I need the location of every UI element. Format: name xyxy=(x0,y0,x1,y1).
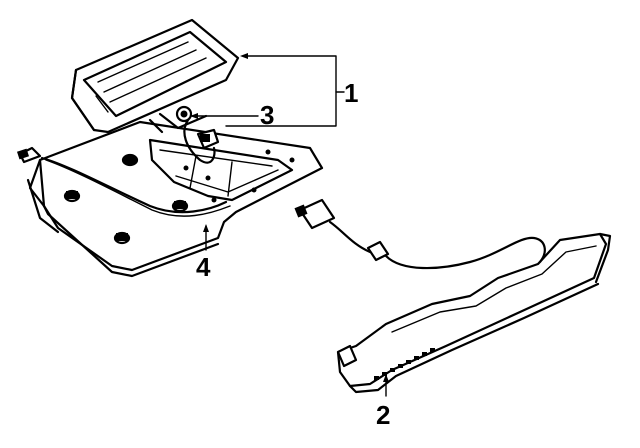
callout-2: 2 xyxy=(376,400,390,430)
leader-lines xyxy=(190,53,389,397)
bracket-stud-4 xyxy=(113,231,131,245)
bracket-stud-2 xyxy=(63,189,81,203)
callout-3: 3 xyxy=(260,100,274,130)
bracket-stud-1 xyxy=(121,153,139,167)
bulb-socket xyxy=(175,105,220,164)
callout-1: 1 xyxy=(344,78,358,108)
mounting-bracket xyxy=(17,120,324,278)
callout-4: 4 xyxy=(196,252,211,282)
stop-lamp-housing xyxy=(70,18,240,134)
lamp-led-row xyxy=(374,348,435,380)
bracket-stud-3 xyxy=(171,199,189,213)
spoiler-stop-lamp xyxy=(294,198,612,394)
lamp-connector xyxy=(294,198,546,270)
